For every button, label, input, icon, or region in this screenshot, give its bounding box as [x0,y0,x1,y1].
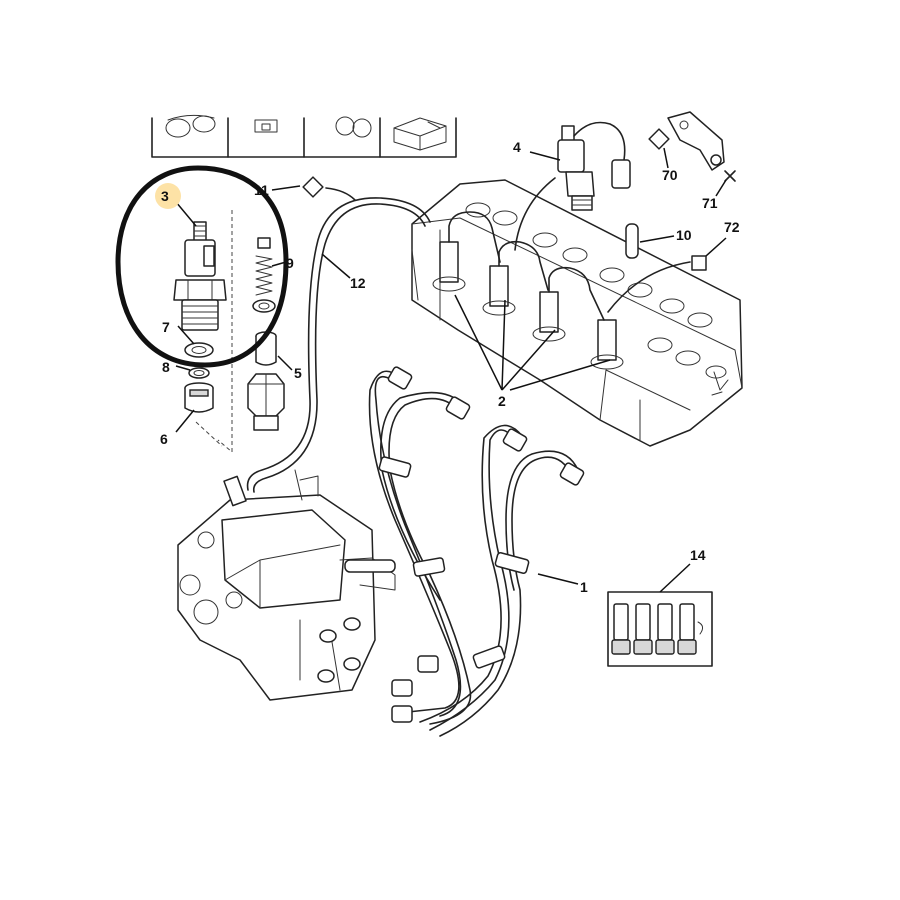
callout-14: 14 [690,547,706,563]
washer-7 [184,342,214,358]
dashed-bracket-left [217,210,233,454]
cam-ports [465,202,727,379]
pipe-clips [378,456,530,669]
callout-labels: 3 7 8 6 11 9 5 12 4 70 71 10 72 2 1 14 [155,139,740,595]
callout-6: 6 [160,431,168,447]
return-hose-lower [607,261,691,313]
callout-5: 5 [294,365,302,381]
kit-injectors [611,603,697,655]
connector-icon [254,119,278,133]
symbol-strip [151,114,457,158]
injector-4-sensor [557,121,631,211]
spring-9 [252,237,276,313]
bush-6 [184,382,214,413]
injector-kit-14 [607,591,713,667]
cylinder-head [411,177,743,447]
pump-outlets [317,617,361,683]
symbol-72-square [691,255,707,271]
callout-3-highlight [155,183,181,209]
callout-1: 1 [580,579,588,595]
callout-7: 7 [162,319,170,335]
bracket-70-71 [648,111,725,171]
clip-icon [165,114,216,138]
callout-11: 11 [254,182,269,198]
block-icon [393,117,447,151]
pin-10 [625,223,639,259]
seal-8 [188,367,210,379]
callout-72: 72 [724,219,740,235]
leader-lines [175,147,727,593]
head-injectors [432,241,624,370]
callout-2: 2 [498,393,506,409]
dashed-bracket-bottom [195,421,223,447]
injector-3-illustration [173,221,227,331]
head-pipes [448,211,605,321]
ring-icon [335,116,372,138]
callout-12: 12 [350,275,366,291]
callout-4: 4 [513,139,521,155]
pipe-fittings [387,366,585,723]
callout-10: 10 [676,227,692,243]
highlight-circle [115,165,289,368]
injection-pump [177,469,396,701]
cross-71 [724,170,736,182]
pipe-bundle-1 [368,366,585,737]
fuel-pipe-12 [246,176,431,493]
callout-71: 71 [702,195,718,211]
return-hose-upper [514,177,556,251]
callout-70: 70 [662,167,678,183]
callout-9: 9 [286,255,294,271]
callout-3: 3 [161,188,169,204]
callout-8: 8 [162,359,170,375]
